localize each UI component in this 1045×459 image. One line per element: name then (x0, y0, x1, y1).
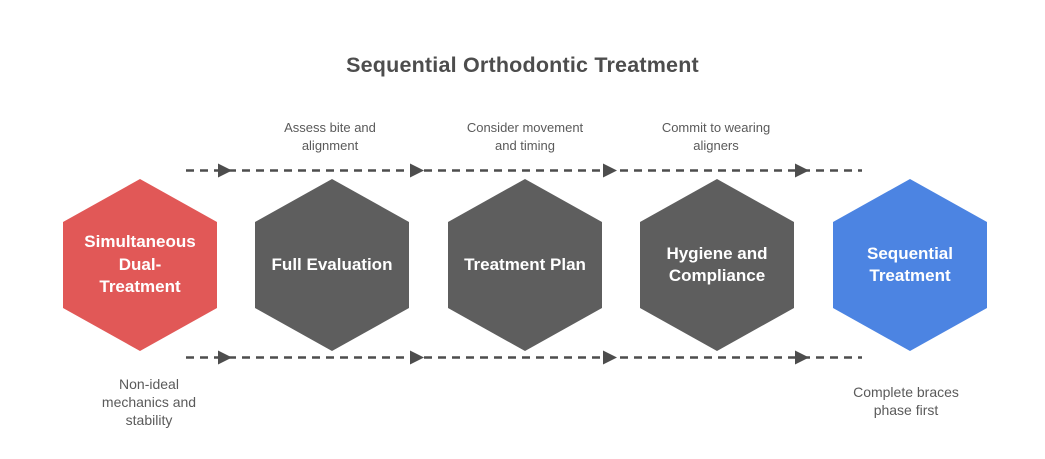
arrowhead-icon (410, 350, 424, 365)
page-title: Sequential Orthodontic Treatment (346, 53, 699, 77)
step-node-label: Simultaneous Dual- Treatment (84, 232, 196, 297)
step-node-label: Treatment Plan (464, 254, 586, 274)
step-node-label: Hygiene and Compliance (666, 243, 768, 285)
step-node-label: Sequential Treatment (867, 243, 953, 285)
arrowhead-icon (603, 163, 617, 178)
arrowhead-icon (410, 163, 424, 178)
step-node-sequential-treatment: Sequential Treatment (833, 179, 987, 351)
caption-commit-aligners: Commit to wearing aligners (661, 120, 771, 153)
arrowhead-icon (795, 350, 809, 365)
caption-assess-bite: Assess bite and alignment (284, 120, 376, 153)
caption-complete-braces-first: Complete braces phase first (853, 384, 959, 418)
caption-consider-movement: Consider movement and timing (466, 120, 584, 153)
caption-non-ideal-mechanics: Non-ideal mechanics and stability (101, 376, 197, 428)
step-node-label: Full Evaluation (271, 254, 393, 274)
arrowhead-icon (218, 163, 232, 178)
arrowhead-icon (795, 163, 809, 178)
step-node-hygiene-compliance: Hygiene and Compliance (640, 179, 794, 351)
arrowhead-icon (603, 350, 617, 365)
arrowhead-icon (218, 350, 232, 365)
